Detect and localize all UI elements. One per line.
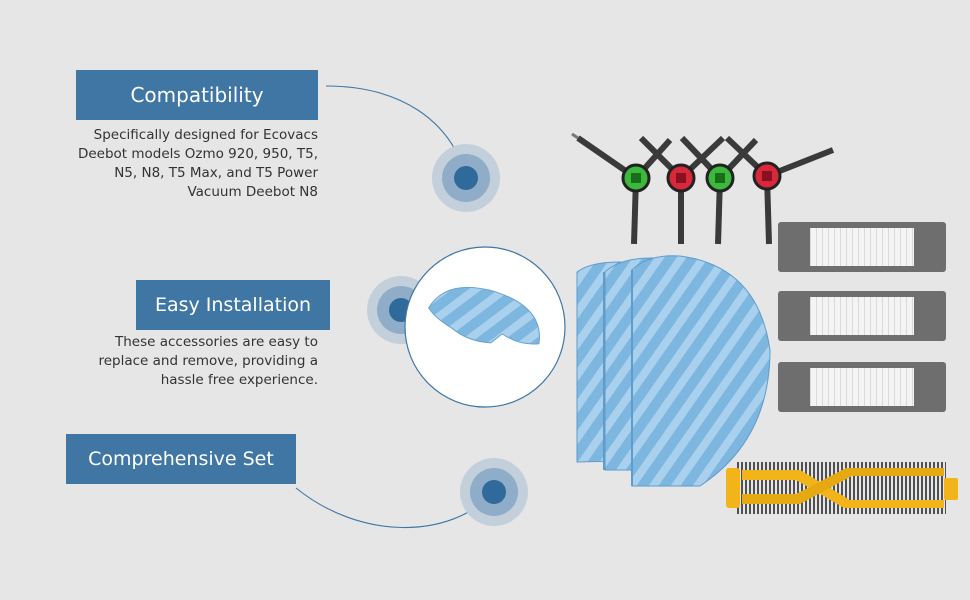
side-brush-icon	[724, 135, 835, 245]
mop-pad-icon	[631, 255, 771, 487]
compatibility-title: Compatibility	[130, 83, 264, 107]
easy-installation-title: Easy Installation	[154, 294, 312, 316]
comprehensive-set-title: Comprehensive Set	[88, 448, 274, 470]
easy-installation-description: These accessories are easy to replace an…	[98, 333, 318, 390]
hepa-filter-icon	[778, 362, 946, 412]
main-roller-brush-icon	[726, 462, 958, 514]
hepa-filter-icon	[778, 291, 946, 341]
description-line: Deebot models Ozmo 920, 950, T5,	[77, 146, 318, 162]
target-marker-icon	[432, 144, 500, 212]
side-brush-icon	[638, 135, 726, 244]
description-line: Vacuum Deebot N8	[187, 184, 318, 200]
magnifier-callout	[404, 246, 566, 408]
side-brush-icon	[571, 132, 673, 245]
easy-installation-label: Easy Installation	[136, 280, 330, 330]
side-brush-icon	[679, 135, 759, 245]
description-line: replace and remove, providing a	[98, 353, 318, 369]
description-line: Specifically designed for Ecovacs	[93, 127, 318, 143]
target-marker-icon	[460, 458, 528, 526]
mop-pad-stack	[576, 255, 771, 487]
comprehensive-set-label: Comprehensive Set	[66, 434, 296, 484]
description-line: These accessories are easy to	[115, 334, 318, 350]
description-line: N5, N8, T5 Max, and T5 Power	[114, 165, 318, 181]
mop-pad-icon	[428, 286, 540, 345]
compatibility-label: Compatibility	[76, 70, 318, 120]
description-line: hassle free experience.	[160, 372, 318, 388]
compatibility-description: Specifically designed for Ecovacs Deebot…	[78, 126, 318, 202]
hepa-filter-icon	[778, 222, 946, 272]
